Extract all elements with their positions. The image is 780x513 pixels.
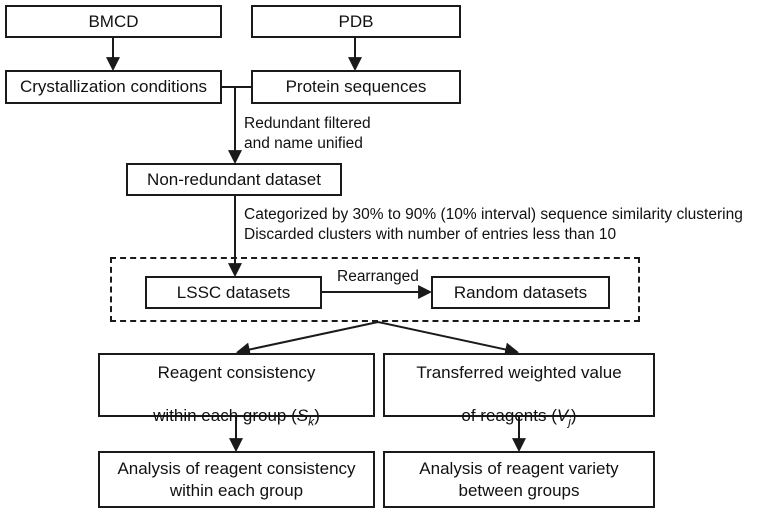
node-reagent-consistency-line1: Reagent consistency — [157, 363, 316, 383]
node-lssc-datasets-label: LSSC datasets — [176, 282, 291, 302]
edge-branch-to-transferred-weighted — [377, 321, 520, 357]
dashed-group-datasets — [110, 257, 640, 322]
node-transferred-weighted-line2-prefix: of reagents ( — [461, 405, 557, 425]
node-transferred-weighted-subscript: j — [568, 413, 571, 428]
node-reagent-consistency-line2-suffix: ) — [314, 405, 320, 425]
edge-label-rearranged: Rearranged — [337, 268, 419, 285]
node-bmcd-label: BMCD — [88, 11, 139, 31]
node-transferred-weighted-variable: V — [556, 405, 569, 425]
node-reagent-consistency-label: Reagent consistency within each group (S… — [153, 341, 320, 429]
node-transferred-weighted-value[interactable]: Transferred weighted value of reagents (… — [383, 353, 655, 428]
node-protein-sequences-label: Protein sequences — [285, 77, 427, 97]
node-non-redundant-dataset-label: Non-redundant dataset — [147, 169, 321, 189]
node-transferred-weighted-value-label: Transferred weighted value of reagents (… — [416, 341, 621, 429]
node-analysis-reagent-consistency-label: Analysis of reagent consistency within e… — [117, 459, 356, 500]
node-reagent-consistency-line2-prefix: within each group ( — [153, 405, 297, 425]
node-lssc-datasets[interactable]: LSSC datasets — [145, 276, 322, 309]
node-analysis-reagent-consistency[interactable]: Analysis of reagent consistency within e… — [98, 451, 375, 508]
node-transferred-weighted-line2-suffix: ) — [570, 405, 577, 425]
annotation-redundant-filter: Redundant filtered and name unified — [244, 115, 371, 152]
node-reagent-consistency[interactable]: Reagent consistency within each group (S… — [98, 353, 375, 428]
node-crystallization-conditions[interactable]: Crystallization conditions — [5, 70, 222, 104]
node-bmcd[interactable]: BMCD — [5, 5, 222, 38]
node-non-redundant-dataset[interactable]: Non-redundant dataset — [126, 163, 342, 196]
node-protein-sequences[interactable]: Protein sequences — [251, 70, 461, 104]
node-transferred-weighted-line1: Transferred weighted value — [416, 363, 622, 383]
node-reagent-consistency-subscript: k — [308, 413, 315, 428]
node-random-datasets-label: Random datasets — [453, 282, 588, 302]
node-pdb-label: PDB — [338, 11, 374, 31]
node-random-datasets[interactable]: Random datasets — [431, 276, 610, 309]
node-analysis-reagent-variety-label: Analysis of reagent variety between grou… — [419, 459, 619, 500]
node-reagent-consistency-variable: S — [296, 405, 309, 425]
node-analysis-reagent-variety[interactable]: Analysis of reagent variety between grou… — [383, 451, 655, 508]
node-pdb[interactable]: PDB — [251, 5, 461, 38]
edge-branch-to-reagent-consistency — [235, 321, 379, 357]
node-crystallization-conditions-label: Crystallization conditions — [19, 77, 208, 97]
annotation-clustering: Categorized by 30% to 90% (10% interval)… — [244, 206, 743, 243]
